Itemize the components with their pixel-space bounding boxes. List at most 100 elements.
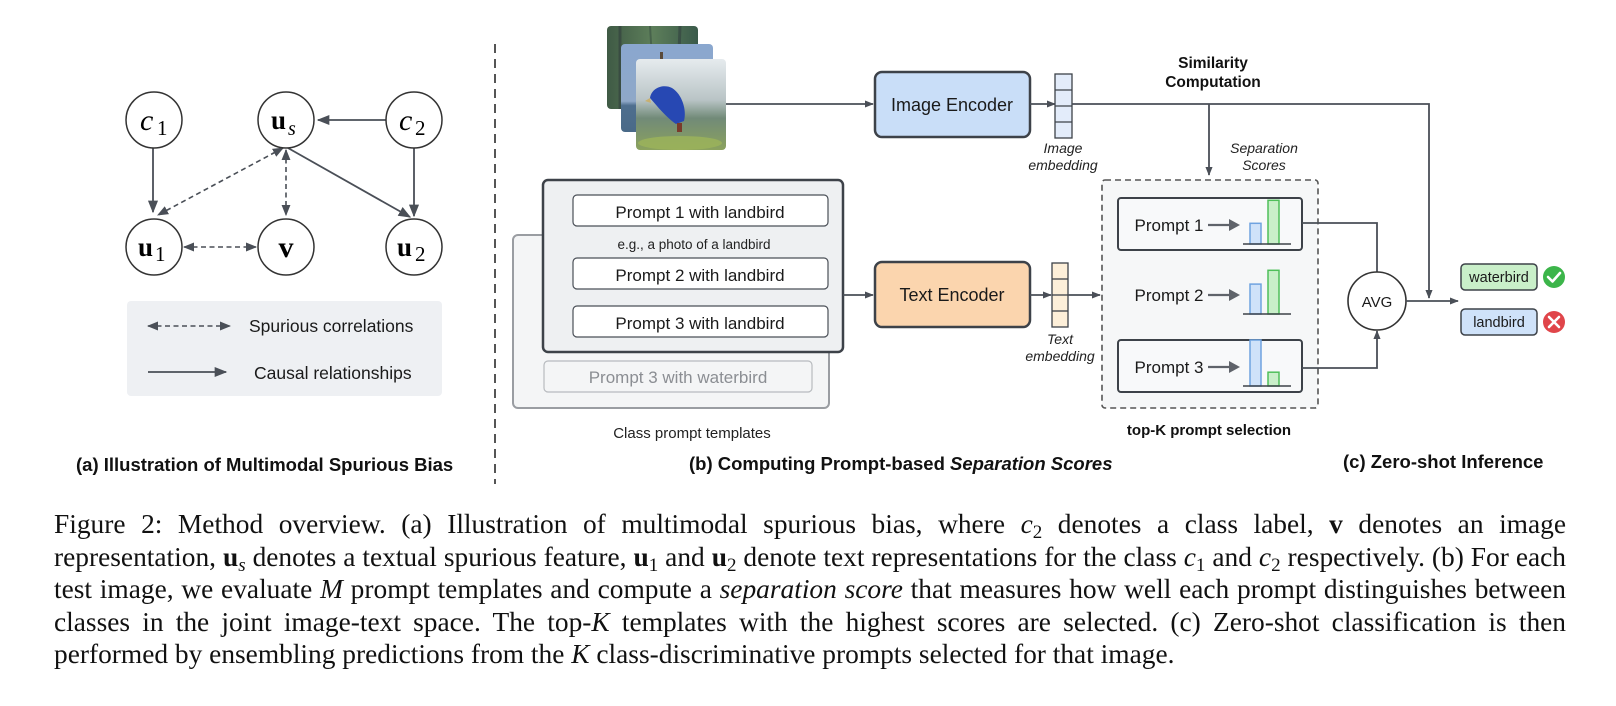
panel-a-causal-graph: c 1 u s c 2 u 1 v u 2: [76, 91, 453, 475]
node-c2-sub: 2: [415, 116, 426, 140]
prompt-label-1: Prompt 1 with landbird: [615, 203, 784, 222]
node-us-sub: s: [288, 118, 296, 140]
bar-waterbird-score: [1267, 371, 1280, 387]
bar-landbird-score: [1249, 222, 1262, 245]
panel-b-title-prefix: (b) Computing Prompt-based: [689, 453, 950, 474]
math-sub: 1: [1195, 554, 1206, 576]
node-v: v: [257, 218, 315, 276]
caption-emphasis: separation score: [719, 574, 903, 604]
separation-scores-box: Prompt 1 Prompt 2 Prompt 3: [1101, 179, 1319, 409]
prompt-box-1: [572, 194, 829, 227]
math-u: u: [222, 541, 239, 572]
score-row-label: Prompt 1: [1135, 216, 1204, 235]
node-us-label: u: [271, 105, 286, 135]
output-waterbird: waterbird: [1460, 263, 1565, 291]
score-row-1: Prompt 1: [1117, 197, 1303, 251]
image-embedding-label-2: embedding: [1028, 157, 1097, 173]
panel-b: Image Encoder Image embedding Similarity…: [512, 25, 1433, 474]
text-embedding-vector: [1051, 262, 1069, 328]
edge-us-u1-spurious: [157, 147, 284, 216]
math-c: c: [1020, 509, 1033, 539]
node-u1-sub: 1: [155, 242, 166, 266]
waterbird-prompt-box: [543, 360, 813, 393]
math-sub: 1: [648, 554, 659, 576]
image-embedding-main-line: [1072, 103, 1433, 299]
math-M: M: [320, 574, 343, 604]
topk-label: top-K prompt selection: [1127, 422, 1291, 439]
edge-us-u2: [287, 147, 412, 218]
output-waterbird-label: waterbird: [1468, 270, 1529, 286]
bar-waterbird-score: [1267, 269, 1280, 315]
text-encoder-label: Text Encoder: [899, 285, 1004, 305]
text-embedding-label-1: Text: [1047, 331, 1074, 347]
legend-causal-label: Causal relationships: [254, 363, 412, 383]
legend: Spurious correlations Causal relationshi…: [127, 301, 442, 396]
panel-a-title: (a) Illustration of Multimodal Spurious …: [76, 454, 453, 475]
caption-text: and: [658, 541, 712, 572]
figure-caption: Figure 2: Method overview. (a) Illustrat…: [54, 508, 1566, 671]
score-row-3: Prompt 3: [1117, 339, 1303, 393]
node-u2-sub: 2: [415, 242, 426, 266]
score-row-label: Prompt 2: [1135, 286, 1204, 305]
math-u: u: [633, 541, 649, 572]
math-sub: 2: [1271, 554, 1281, 576]
panel-b-title: (b) Computing Prompt-based Separation Sc…: [689, 453, 1113, 474]
math-sub: s: [238, 554, 246, 576]
math-sub: 2: [1032, 522, 1043, 543]
check-icon: [1543, 266, 1565, 288]
image-encoder-block: Image Encoder: [873, 70, 1032, 139]
caption-text: prompt templates and compute a: [342, 574, 720, 604]
prompt-example: e.g., a photo of a landbird: [617, 237, 770, 252]
class-prompt-templates: Prompt 3 with waterbird Prompt 1 with la…: [512, 178, 845, 409]
image-embedding-vector: [1054, 73, 1073, 139]
text-embedding-label-2: embedding: [1025, 348, 1094, 364]
caption-text: denotes a textual spurious feature,: [245, 541, 634, 572]
math-u: u: [711, 541, 727, 572]
input-images-stack: [607, 25, 726, 150]
arrow-right-icon: [1229, 361, 1240, 373]
arrow-right-icon: [1229, 289, 1240, 301]
prompt-label-2: Prompt 2 with landbird: [615, 266, 784, 285]
caption-text: templates with the highest scores are se…: [54, 606, 1566, 670]
math-c: c: [1258, 541, 1272, 572]
caption-text: class-discriminative prompts selected fo…: [589, 639, 1175, 669]
caption-text: Figure 2: Method overview. (a) Illustrat…: [54, 509, 1021, 539]
node-v-label: v: [279, 231, 294, 264]
bar-waterbird-score: [1267, 199, 1280, 245]
caption-text: denote text representations for the clas…: [736, 541, 1184, 572]
prompt3-to-avg-arrow: [1302, 330, 1381, 369]
caption-text: that measures how well each prompt disti…: [54, 574, 1566, 637]
separation-label-2: Scores: [1242, 157, 1286, 173]
math-K: K: [571, 639, 590, 669]
node-c2: c 2: [385, 91, 443, 149]
similarity-label-1: Similarity: [1178, 55, 1248, 72]
prompt-label-3: Prompt 3 with landbird: [615, 314, 784, 333]
caption-text: denotes a class label,: [1042, 509, 1330, 539]
panel-c: AVG waterbird landbird (c) Zero-shot Inf…: [1302, 222, 1565, 472]
score-row-label: Prompt 3: [1135, 358, 1204, 377]
caption-text: and: [1205, 541, 1259, 572]
image-encoder-label: Image Encoder: [891, 95, 1013, 115]
image-embedding-label-1: Image: [1044, 140, 1083, 156]
bar-landbird-score: [1249, 339, 1262, 387]
math-c: c: [1183, 541, 1196, 572]
node-u2: u 2: [385, 218, 443, 276]
waterbird-prompt-label: Prompt 3 with waterbird: [589, 368, 768, 387]
node-u1: u 1: [125, 218, 183, 276]
cross-icon: [1543, 311, 1565, 333]
caption-text: denotes an image representation,: [54, 509, 1566, 572]
node-u1-label: u: [138, 232, 153, 262]
panel-b-title-italic: Separation Scores: [950, 453, 1112, 474]
node-us: u s: [257, 91, 315, 149]
score-row-2: Prompt 2: [1135, 269, 1291, 315]
node-c1-sub: 1: [157, 116, 168, 140]
legend-spurious-label: Spurious correlations: [249, 316, 414, 336]
separation-label-1: Separation: [1230, 140, 1298, 156]
method-overview-figure: c 1 u s c 2 u 1 v u 2: [76, 25, 1565, 484]
node-c2-label: c: [399, 104, 412, 137]
caption-text: respectively. (b) For each test image, w…: [54, 541, 1566, 605]
node-c1: c 1: [125, 91, 183, 149]
math-sub: 2: [726, 554, 737, 576]
output-landbird-label: landbird: [1473, 315, 1525, 331]
avg-node: AVG: [1347, 271, 1407, 331]
